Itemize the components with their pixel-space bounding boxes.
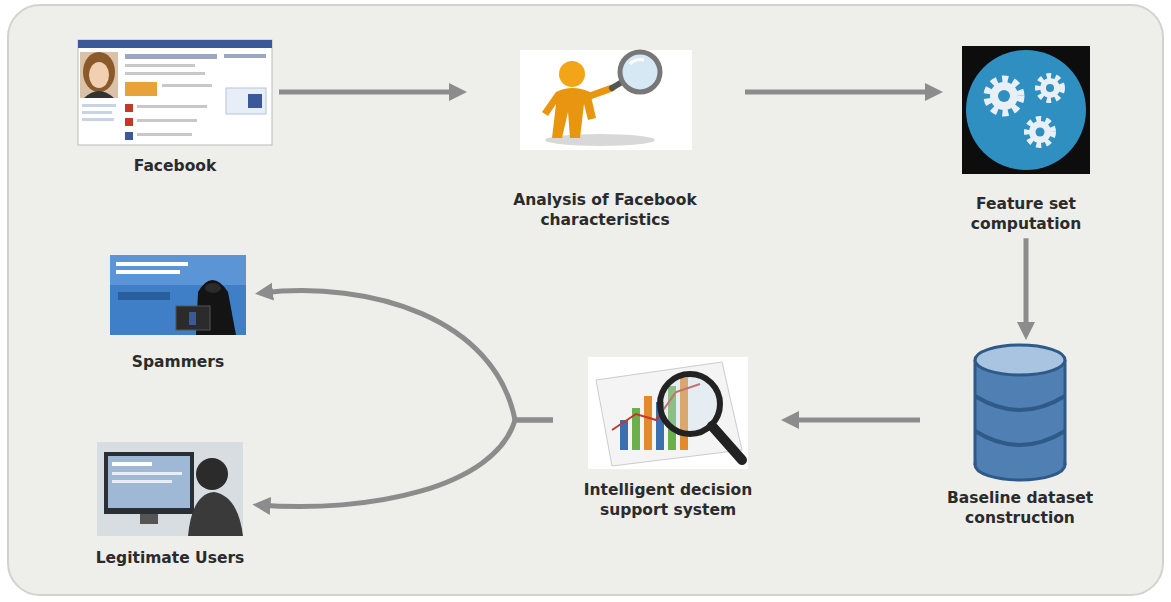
node-label: Feature set computation — [951, 194, 1101, 234]
flow-arrow — [745, 90, 937, 95]
flow-arrow — [261, 291, 553, 420]
icon-node: Analysis of Facebook characteristics — [469, 48, 741, 230]
node-label: Facebook — [134, 156, 217, 176]
spammer-banner — [110, 255, 246, 335]
panel — [8, 5, 1163, 595]
node-label: Analysis of Facebook characteristics — [475, 190, 735, 230]
icon-node: Spammers — [103, 252, 253, 372]
icon-node: Legitimate Users — [90, 440, 251, 568]
flow-arrow — [787, 418, 920, 423]
facebook-screenshot — [78, 40, 272, 145]
flow-arrow — [1024, 238, 1029, 334]
icon-node: Baseline dataset construction — [924, 342, 1116, 528]
database-cylinder — [975, 345, 1065, 480]
node-label: Legitimate Users — [96, 548, 245, 568]
icon-node: Facebook — [75, 38, 275, 176]
node-label: Baseline dataset construction — [930, 488, 1110, 528]
gears-icon — [962, 46, 1090, 174]
user-photo — [97, 442, 243, 536]
flow-arrow — [259, 420, 554, 507]
analyst-figure — [520, 50, 692, 150]
flow-arrow — [279, 90, 461, 95]
chart-magnifier — [588, 357, 748, 469]
node-label: Spammers — [132, 352, 224, 372]
icon-node: Feature set computation — [945, 44, 1107, 234]
icon-node: Intelligent decision support system — [557, 352, 779, 520]
node-label: Intelligent decision support system — [563, 480, 773, 520]
